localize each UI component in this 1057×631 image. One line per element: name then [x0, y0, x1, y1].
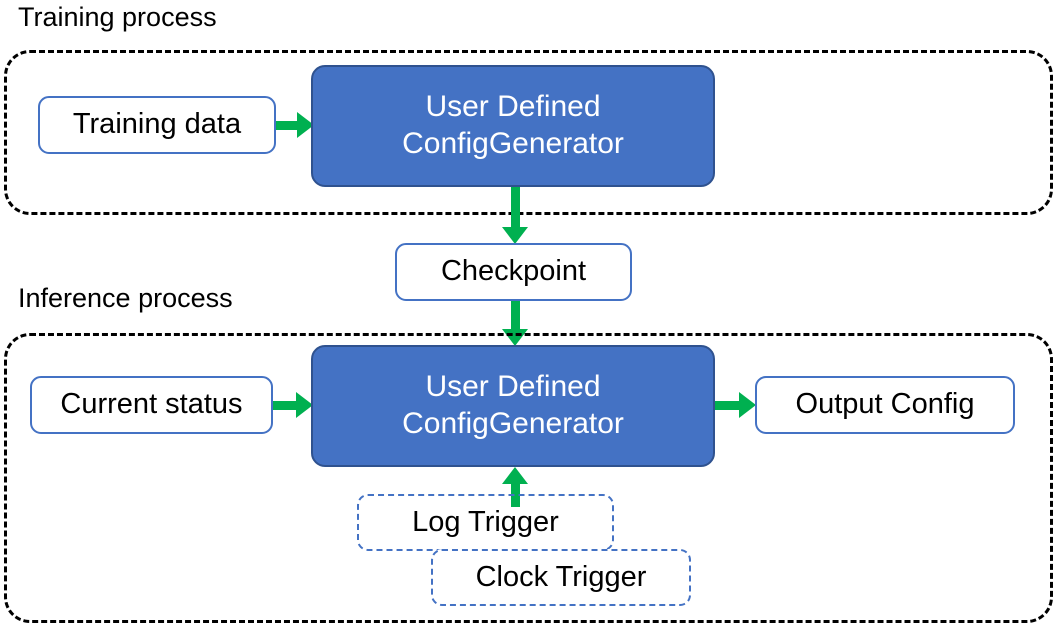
arrow-current-status-to-generator — [273, 390, 313, 420]
arrow-generator-to-checkpoint — [500, 187, 530, 245]
node-clock-trigger-label: Clock Trigger — [475, 560, 647, 593]
training-process-group — [4, 50, 1053, 215]
node-clock-trigger[interactable]: Clock Trigger — [431, 549, 691, 606]
arrow-head — [296, 392, 313, 418]
arrow-shaft — [511, 187, 520, 229]
node-checkpoint-label: Checkpoint — [440, 255, 587, 288]
arrow-shaft — [276, 121, 299, 130]
node-inference-config-generator-line1: User Defined — [425, 370, 601, 404]
training-process-label: Training process — [18, 2, 217, 32]
arrow-triggers-to-generator — [500, 467, 530, 507]
arrow-head — [502, 227, 528, 244]
node-training-data[interactable]: Training data — [38, 96, 276, 154]
arrow-head — [502, 467, 528, 484]
arrow-training-data-to-generator — [276, 110, 314, 140]
arrow-shaft — [273, 401, 298, 410]
node-inference-config-generator[interactable]: User Defined ConfigGenerator — [311, 345, 715, 467]
node-current-status[interactable]: Current status — [30, 376, 273, 434]
node-output-config-label: Output Config — [795, 388, 975, 421]
arrow-shaft — [511, 301, 520, 331]
node-inference-config-generator-line2: ConfigGenerator — [402, 407, 624, 440]
node-training-data-label: Training data — [72, 108, 242, 141]
arrow-shaft — [511, 479, 520, 507]
node-current-status-label: Current status — [60, 388, 243, 421]
node-training-config-generator[interactable]: User Defined ConfigGenerator — [311, 65, 715, 187]
arrow-head — [739, 392, 756, 418]
inference-process-label: Inference process — [18, 283, 233, 313]
node-log-trigger-label: Log Trigger — [412, 505, 559, 538]
arrow-head — [297, 112, 314, 138]
node-training-config-generator-line1: User Defined — [425, 90, 601, 124]
node-output-config[interactable]: Output Config — [755, 376, 1015, 434]
inference-process-group — [4, 333, 1053, 623]
node-log-trigger[interactable]: Log Trigger — [357, 494, 614, 551]
arrow-shaft — [715, 401, 741, 410]
node-checkpoint[interactable]: Checkpoint — [395, 243, 632, 301]
arrow-generator-to-output-config — [715, 390, 757, 420]
node-training-config-generator-line2: ConfigGenerator — [402, 127, 624, 160]
